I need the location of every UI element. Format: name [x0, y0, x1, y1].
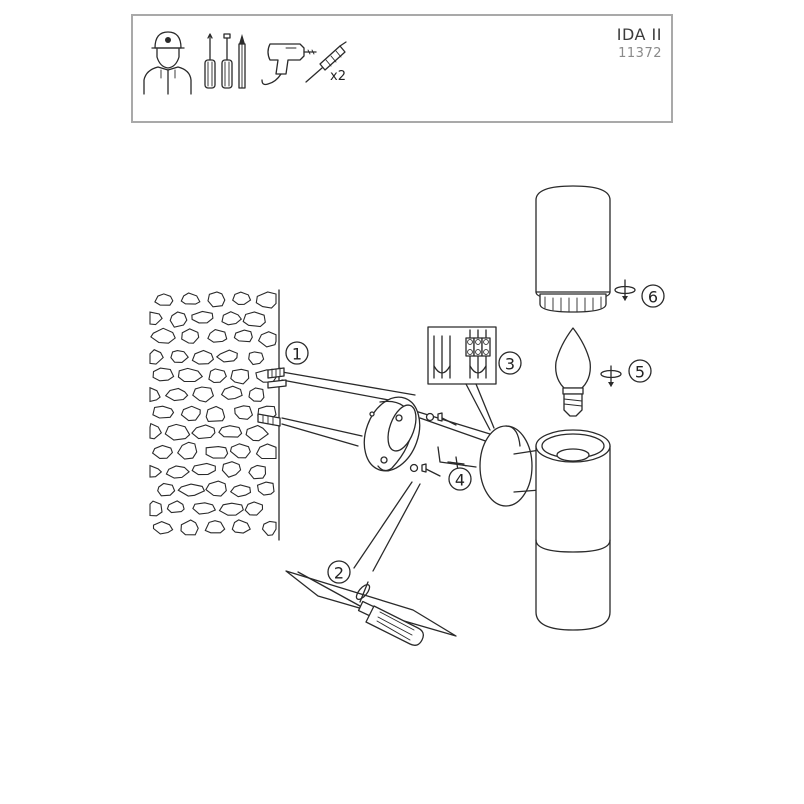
plug-count: x2: [330, 69, 346, 84]
wall-stone: [149, 422, 162, 440]
wall-stone: [244, 501, 264, 516]
wall-stone: [231, 519, 251, 534]
wall-stone: [192, 386, 215, 403]
wall-stone: [192, 502, 217, 515]
lamp-cover: [535, 185, 611, 313]
wall-stone: [257, 331, 277, 348]
wall-stone: [180, 519, 199, 536]
wall-stone: [166, 500, 185, 514]
svg-text:3: 3: [505, 355, 515, 374]
wall-stone: [164, 423, 191, 441]
wall-stone: [232, 291, 252, 305]
wall-stone: [191, 310, 214, 324]
screwdriver-phillips-icon: [204, 33, 216, 89]
wall-stone: [191, 349, 215, 365]
svg-text:1: 1: [292, 345, 302, 364]
wall-stone: [151, 444, 174, 459]
wall-stone: [205, 480, 227, 497]
wall-stone: [220, 385, 243, 400]
wall-stone: [154, 293, 174, 306]
wall-stone: [245, 424, 270, 442]
wall-stone: [149, 386, 161, 403]
tools-header-box: IDA II 11372: [131, 14, 673, 123]
wall-stone: [152, 405, 175, 419]
screwdriver-detail-panel: [285, 481, 457, 646]
wall-stone: [230, 368, 250, 385]
step-callout-6: 6: [641, 284, 665, 308]
step-callout-3: 3: [498, 351, 522, 375]
step-callout-1: 1: [285, 341, 309, 365]
wall-stone: [177, 483, 206, 497]
step-callout-5: 5: [628, 359, 652, 383]
wall-stone: [164, 387, 189, 402]
wall-stone: [218, 425, 243, 438]
wall-stone: [180, 405, 201, 422]
wall-stone: [165, 465, 190, 479]
wall-stone: [229, 484, 252, 498]
tools-icons: x2: [143, 31, 347, 95]
wall-stone: [215, 349, 238, 363]
wall-stone: [248, 464, 267, 480]
wall-stone: [207, 291, 226, 308]
mounting-base-plate: [363, 396, 421, 472]
wiring-detail-box: [427, 326, 497, 431]
wall-stone: [191, 424, 216, 440]
wall-stone: [248, 351, 265, 366]
wall-stone: [248, 387, 265, 402]
wall-stone: [234, 405, 254, 420]
product-name: IDA II: [616, 25, 662, 44]
wall-stone: [204, 520, 226, 534]
wall-stone: [191, 462, 216, 476]
wall-stone: [261, 520, 277, 536]
wall-stone: [207, 329, 228, 343]
installer-icon: [143, 31, 192, 95]
wall-stone: [152, 367, 175, 382]
svg-text:4: 4: [455, 471, 465, 490]
wall-stone: [208, 368, 227, 384]
wall-stone: [170, 350, 189, 363]
wall-stone: [149, 464, 163, 478]
wall-stone: [157, 482, 176, 497]
candle-bulb: [555, 327, 591, 417]
wall-stone: [221, 311, 243, 326]
wall-stone: [152, 521, 174, 535]
lamp-body: [479, 425, 611, 631]
svg-text:6: 6: [648, 288, 658, 307]
wall-stone: [205, 446, 229, 459]
wall-stone: [256, 481, 275, 496]
drill-icon: [261, 43, 317, 86]
wall-stone: [181, 328, 200, 344]
wall-stone: [242, 311, 266, 328]
pencil-icon: [238, 34, 246, 89]
wall-stone: [150, 327, 176, 344]
wall-stone: [221, 461, 242, 478]
wall-stone: [229, 443, 251, 459]
rotate-arrow-cover: [614, 279, 636, 301]
wall-stone: [205, 405, 226, 422]
wall-stone: [149, 500, 163, 517]
wall-stone: [169, 311, 188, 328]
wall-stone: [149, 311, 163, 326]
wall-stone: [233, 329, 253, 343]
screwdriver-flat-icon: [221, 33, 233, 89]
step-callout-4: 4: [448, 467, 472, 491]
wall-plug-icon: [305, 41, 347, 83]
wall-stone: [180, 292, 201, 305]
product-code: 11372: [618, 46, 662, 61]
svg-text:5: 5: [635, 363, 645, 382]
mounting-screws: [409, 412, 457, 477]
wall-stone: [176, 441, 198, 460]
wall-stone: [218, 502, 244, 516]
wall-stone: [255, 291, 277, 309]
stone-wall: [149, 289, 280, 541]
wall-stone: [177, 367, 204, 383]
svg-text:2: 2: [334, 564, 344, 583]
wall-stone: [149, 349, 164, 365]
wall-plugs: [257, 367, 287, 427]
step-callout-2: 2: [327, 560, 351, 584]
rotate-arrow-bulb: [600, 365, 622, 387]
wall-stone: [255, 443, 277, 460]
